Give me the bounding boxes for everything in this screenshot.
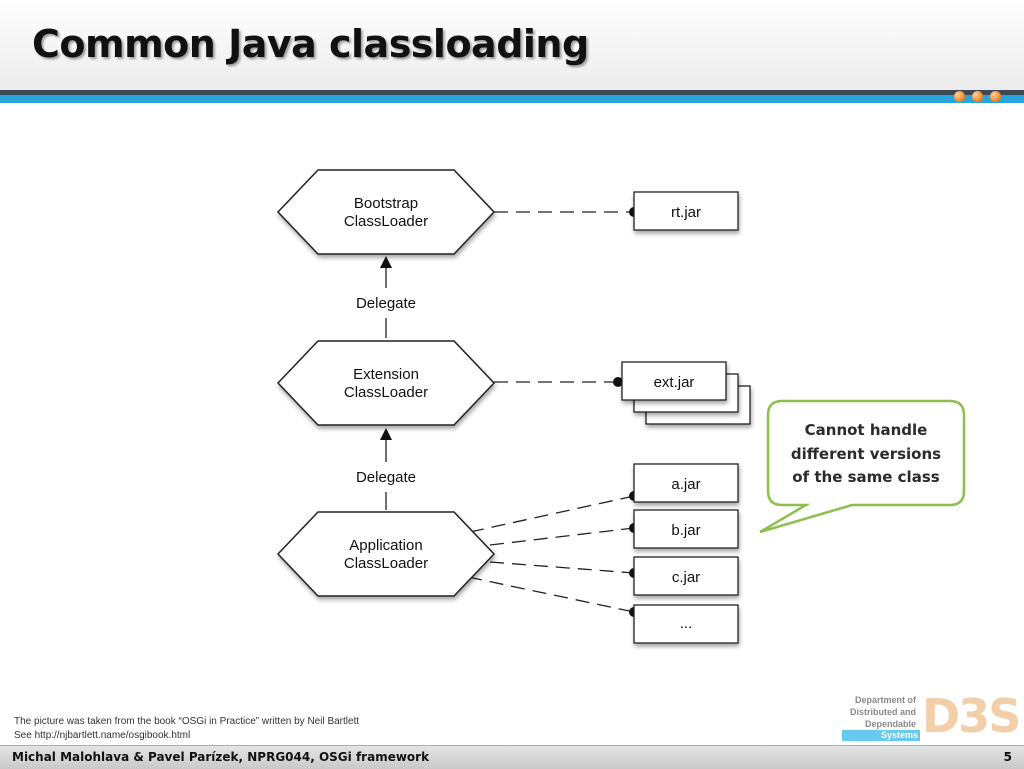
delegate-arrow <box>380 256 392 338</box>
callout-shape <box>759 399 966 534</box>
endpoint-dot <box>613 377 623 387</box>
delegate-label: Delegate <box>356 295 416 312</box>
node-label: Bootstrap <box>354 195 418 212</box>
footer-authors: Michal Malohlava & Pavel Parízek, NPRG04… <box>12 750 430 764</box>
slide-title: Common Java classloading <box>32 22 589 66</box>
d3s-logo: Department of Distributed and Dependable… <box>840 689 1021 743</box>
slide-header: Common Java classloading <box>0 0 1024 90</box>
more-jars-box: ... <box>633 604 739 644</box>
connector-c <box>489 561 635 574</box>
connector-b <box>489 527 635 546</box>
jar-label: b.jar <box>671 522 700 539</box>
ext-jar-stack: ext.jar <box>621 361 751 425</box>
connector-more <box>467 576 635 613</box>
extension-classloader-node: Extension ClassLoader <box>276 340 496 426</box>
slide-footer: Michal Malohlava & Pavel Parízek, NPRG04… <box>0 745 1024 769</box>
rt-jar-box: rt.jar <box>633 191 739 231</box>
b-jar-box: b.jar <box>633 509 739 549</box>
dashed-connectors <box>467 211 635 613</box>
jar-label: c.jar <box>672 569 700 586</box>
jar-label: ext.jar <box>654 374 695 391</box>
credit-line: The picture was taken from the book “OSG… <box>14 716 360 727</box>
node-label: ClassLoader <box>344 384 428 401</box>
logo-line: Dependable <box>864 719 916 729</box>
jar-label: a.jar <box>671 476 700 493</box>
orange-dot-icon <box>972 91 983 102</box>
credit-link-text: See http://njbartlett.name/osgibook.html <box>14 730 191 741</box>
decorative-dots <box>954 91 1004 103</box>
logo-line: Distributed and <box>849 707 916 717</box>
delegate-arrow <box>380 428 392 510</box>
c-jar-box: c.jar <box>633 556 739 596</box>
logo-systems-label: Systems <box>842 730 920 741</box>
orange-dot-icon <box>990 91 1001 102</box>
jar-label: rt.jar <box>671 204 701 221</box>
image-credit: The picture was taken from the book “OSG… <box>14 715 359 743</box>
bootstrap-classloader-node: Bootstrap ClassLoader <box>276 169 496 255</box>
delegate-label: Delegate <box>356 469 416 486</box>
callout-text: different versions <box>791 445 941 463</box>
connector-a <box>469 495 635 533</box>
callout-text: of the same class <box>792 468 939 486</box>
node-label: Extension <box>353 366 419 383</box>
a-jar-box: a.jar <box>633 463 739 503</box>
logo-line: Department of <box>854 695 916 705</box>
header-blue-rule <box>0 95 1024 103</box>
node-label: Application <box>349 537 422 554</box>
page-number: 5 <box>1003 750 1012 764</box>
logo-department-text: Department of Distributed and Dependable <box>850 694 916 730</box>
orange-dot-icon <box>954 91 965 102</box>
node-label: ClassLoader <box>344 555 428 572</box>
node-label: ClassLoader <box>344 213 428 230</box>
jar-label: ... <box>680 615 693 632</box>
callout-text: Cannot handle <box>805 421 928 439</box>
application-classloader-node: Application ClassLoader <box>276 511 496 597</box>
logo-mark: D3S <box>922 689 1021 743</box>
callout-bubble: Cannot handle different versions of the … <box>759 399 966 534</box>
header-dark-rule <box>0 90 1024 95</box>
